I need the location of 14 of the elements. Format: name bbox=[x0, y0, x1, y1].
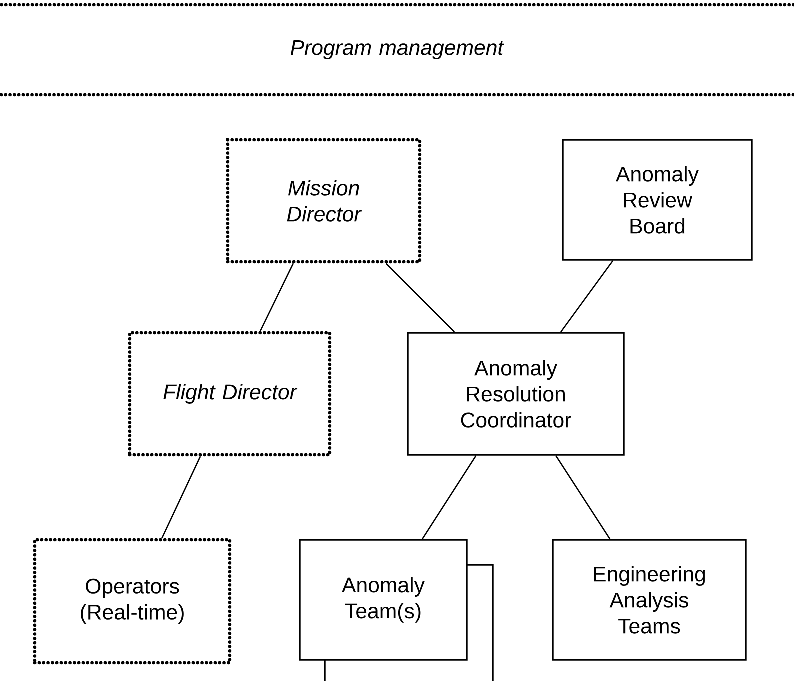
role-box: Mission Director bbox=[226, 138, 422, 264]
stacked-box: Anomaly Team(s) bbox=[299, 539, 494, 681]
connector-line bbox=[162, 456, 202, 539]
role-box: Anomaly Resolution Coordinator bbox=[407, 332, 625, 456]
role-box: Flight Director bbox=[128, 331, 332, 457]
role-box: Anomaly Review Board bbox=[562, 139, 753, 261]
connector-line bbox=[386, 263, 456, 333]
role-box: Engineering Analysis Teams bbox=[552, 539, 747, 661]
role-box: Operators (Real-time) bbox=[33, 538, 232, 665]
connector-line bbox=[556, 456, 611, 540]
connector-line bbox=[560, 260, 614, 333]
connector-line bbox=[260, 263, 294, 332]
management-band: Program management bbox=[0, 3, 794, 97]
connector-line bbox=[422, 456, 477, 540]
